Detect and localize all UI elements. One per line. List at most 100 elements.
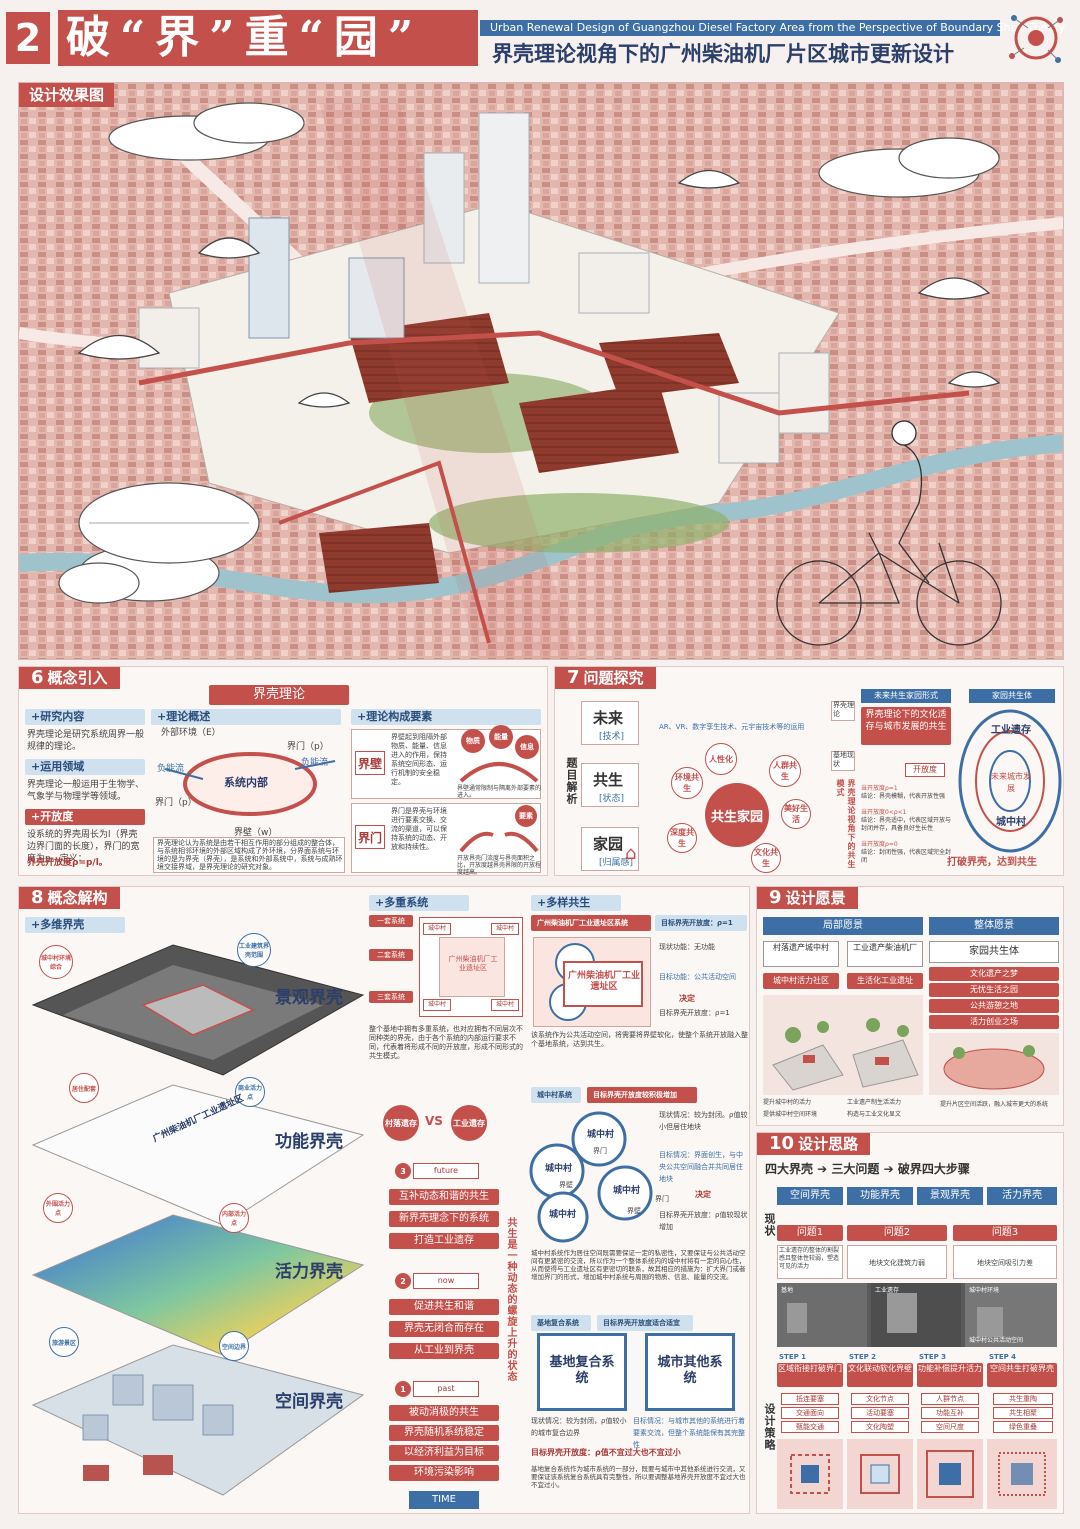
- hero-label: 设计效果图: [19, 83, 115, 107]
- future-item-2: 新界壳理念下的系统: [389, 1211, 499, 1227]
- home-coexist-title: 家园共生体: [969, 689, 1055, 703]
- system-note: 整个基地中拥有多重系统，也对应拥有不同层次不同种类的界壳，由于各个系统的内部运行…: [369, 1025, 523, 1060]
- future-label: future: [413, 1163, 479, 1179]
- bubble-deep: 深度共生: [667, 823, 697, 853]
- local-caption-3: 工业遗产制生活活力: [847, 1099, 902, 1106]
- wall-description: 界壁起到阻隔外部物质、能量、信息进入的作用，保持系统空间形态、运行机制的安全稳定…: [391, 733, 447, 786]
- note-inner-vitality: 内部活力点: [219, 1203, 249, 1233]
- site-photos: [777, 1283, 1057, 1347]
- time-label: TIME: [409, 1491, 479, 1509]
- local-goal-village: 城中村活力社区: [763, 973, 839, 989]
- system-3: 三套系统: [369, 991, 413, 1003]
- env-label: 外部环境（E）: [161, 728, 221, 738]
- door-note: 开放界壳门流度与界壳面积之比，开放度越界壳界限的开放程度越高。: [457, 855, 542, 876]
- research-tag: +研究内容: [25, 709, 145, 725]
- village-d: 城中村: [491, 999, 519, 1011]
- future-form-title: 未来共生家园形式: [861, 689, 951, 703]
- boundary-shell-title: 界壳理论: [209, 685, 349, 705]
- page-title: 破“界”重“园”: [58, 10, 478, 66]
- village-c: 城中村: [423, 999, 451, 1011]
- openness-tag: +开放度: [25, 809, 145, 825]
- shell-function: 功能界壳: [847, 1187, 913, 1205]
- photo-note-4: 城中村公共活动空间: [969, 1337, 1024, 1344]
- note-industrial-range: 工业建筑界壳范围: [237, 933, 271, 967]
- village-3: 城中村: [613, 1186, 641, 1196]
- shell-space: 空间界壳: [777, 1187, 843, 1205]
- research-text: 界壳理论是研究系统周界一般规律的理论。: [27, 730, 145, 752]
- diesel-core: 广州柴油机厂工业遗址区: [448, 955, 498, 972]
- step-1-title: 区域衔接打破界门: [777, 1363, 843, 1387]
- bubble-crowd: 人群共生: [769, 755, 801, 787]
- future-item-1: 互补动态和谐的共生: [389, 1189, 499, 1205]
- door-term: 界门: [355, 825, 385, 849]
- problem-detail-3: 地块空间吸引力差: [977, 1259, 1033, 1267]
- now-item-2: 界壳无闭合而存在: [389, 1321, 499, 1337]
- door-label-left: 界门（p）: [155, 798, 197, 808]
- now-label: now: [413, 1273, 479, 1289]
- village-1: 城中村: [587, 1130, 615, 1140]
- step-4-label: STEP 4: [989, 1353, 1017, 1361]
- sys2-target: 目标界壳开放度较积极增加: [587, 1087, 697, 1103]
- elements-tag: +理论构成要素: [351, 709, 541, 725]
- step-3-label: STEP 3: [919, 1353, 947, 1361]
- sys1-note: 该系统作为公共活动空间，将需要将界壁软化，使整个系统开放融入整个基地系统，达到共…: [531, 1031, 748, 1048]
- spiral-text: 共生是一种动态的螺旋上升的状态: [505, 1217, 516, 1382]
- step-4-item-1: 共生重陶: [993, 1393, 1053, 1405]
- overall-item-4: 活力创业之场: [929, 1015, 1059, 1029]
- sys1-target: 目标界壳开放度：ρ=1: [655, 915, 747, 931]
- step-2-label: STEP 2: [849, 1353, 877, 1361]
- shell-vitality: 活力界壳: [987, 1187, 1057, 1205]
- photo-note-2: 工业遗存: [875, 1287, 900, 1294]
- bubble-info: 信息: [515, 735, 539, 759]
- coexist-title: 共生: [593, 771, 624, 789]
- home-sub: [归属感]: [599, 858, 634, 868]
- overall-vision-render: [929, 1033, 1059, 1095]
- shell-landscape: 景观界壳: [917, 1187, 983, 1205]
- now-item-1: 促进共生和谐: [389, 1299, 499, 1315]
- application-text: 界壳理论一般运用于生物学、气象学与物理学等领域。: [27, 780, 145, 802]
- overview-tag: +理论概述: [151, 709, 341, 725]
- multi-coexist-tag: +多样共生: [531, 895, 621, 911]
- step-2-item-3: 文化陶塑: [851, 1421, 909, 1433]
- local-caption-1: 提升城中村的活力: [763, 1099, 812, 1106]
- local-vision-title: 局部愿景: [763, 917, 923, 935]
- problem-2: 问题2: [847, 1225, 947, 1241]
- note-commerce: 商业活力点: [235, 1077, 265, 1107]
- multi-system-tag: +多重系统: [369, 895, 469, 911]
- step-2-title: 文化联动软化界壁: [847, 1363, 913, 1387]
- village-cluster-diagram: [529, 1111, 653, 1243]
- sys2-note: 城中村系统作为居住空间既需要保证一定的私密性，又要保证与公共活动空间有更紧密的交…: [531, 1249, 746, 1281]
- section-number: 2: [6, 12, 50, 64]
- system-2: 二套系统: [369, 949, 413, 961]
- photo-note-3: 城中村环境: [969, 1287, 1000, 1294]
- multi-shell-tag: +多维界壳: [25, 917, 125, 933]
- layer-space: 空间界壳: [275, 1392, 343, 1412]
- rho-note-1: 当开放度ρ=1: [861, 785, 898, 792]
- layered-shell-maps: [31, 944, 365, 1496]
- past-label: past: [413, 1381, 479, 1397]
- note-outer-vitality: 外围活力点: [43, 1193, 73, 1223]
- overall-item-3: 公共游憩之地: [929, 999, 1059, 1013]
- sys2-rho: 目标界壳开放度：ρ值较现状增加: [659, 1211, 748, 1231]
- local-goal-industry: 生活化工业遗址: [847, 973, 923, 989]
- wall-term: 界壁: [355, 751, 385, 775]
- rho-note-3: 当开放度0<ρ<1: [861, 809, 907, 816]
- bubble-environment: 环境共生: [671, 767, 703, 799]
- rho-note-4: 结论：界壳适中，代表区域开放与封闭并存，具备良好生长性: [861, 817, 952, 832]
- sys3-status: 现状情况：较为封闭，ρ值较小的城市复合边界: [531, 1417, 627, 1437]
- local-caption-4: 构造与工业文化显文: [847, 1111, 902, 1118]
- thinking-flow: 四大界壳 ➔ 三大问题 ➔ 破界四大步骤: [765, 1162, 970, 1176]
- sys1-tag: 广州柴油机厂工业遗址区系统: [531, 915, 651, 931]
- village-2: 城中村: [545, 1164, 573, 1174]
- step-3-item-3: 空间尺度: [921, 1421, 979, 1433]
- sys2-door-1: 界门: [593, 1147, 607, 1155]
- note-space-edge: 空间边界: [219, 1331, 249, 1361]
- step-1-item-2: 交通面向: [781, 1407, 839, 1419]
- vs-industry: 工业遗存: [451, 1105, 487, 1141]
